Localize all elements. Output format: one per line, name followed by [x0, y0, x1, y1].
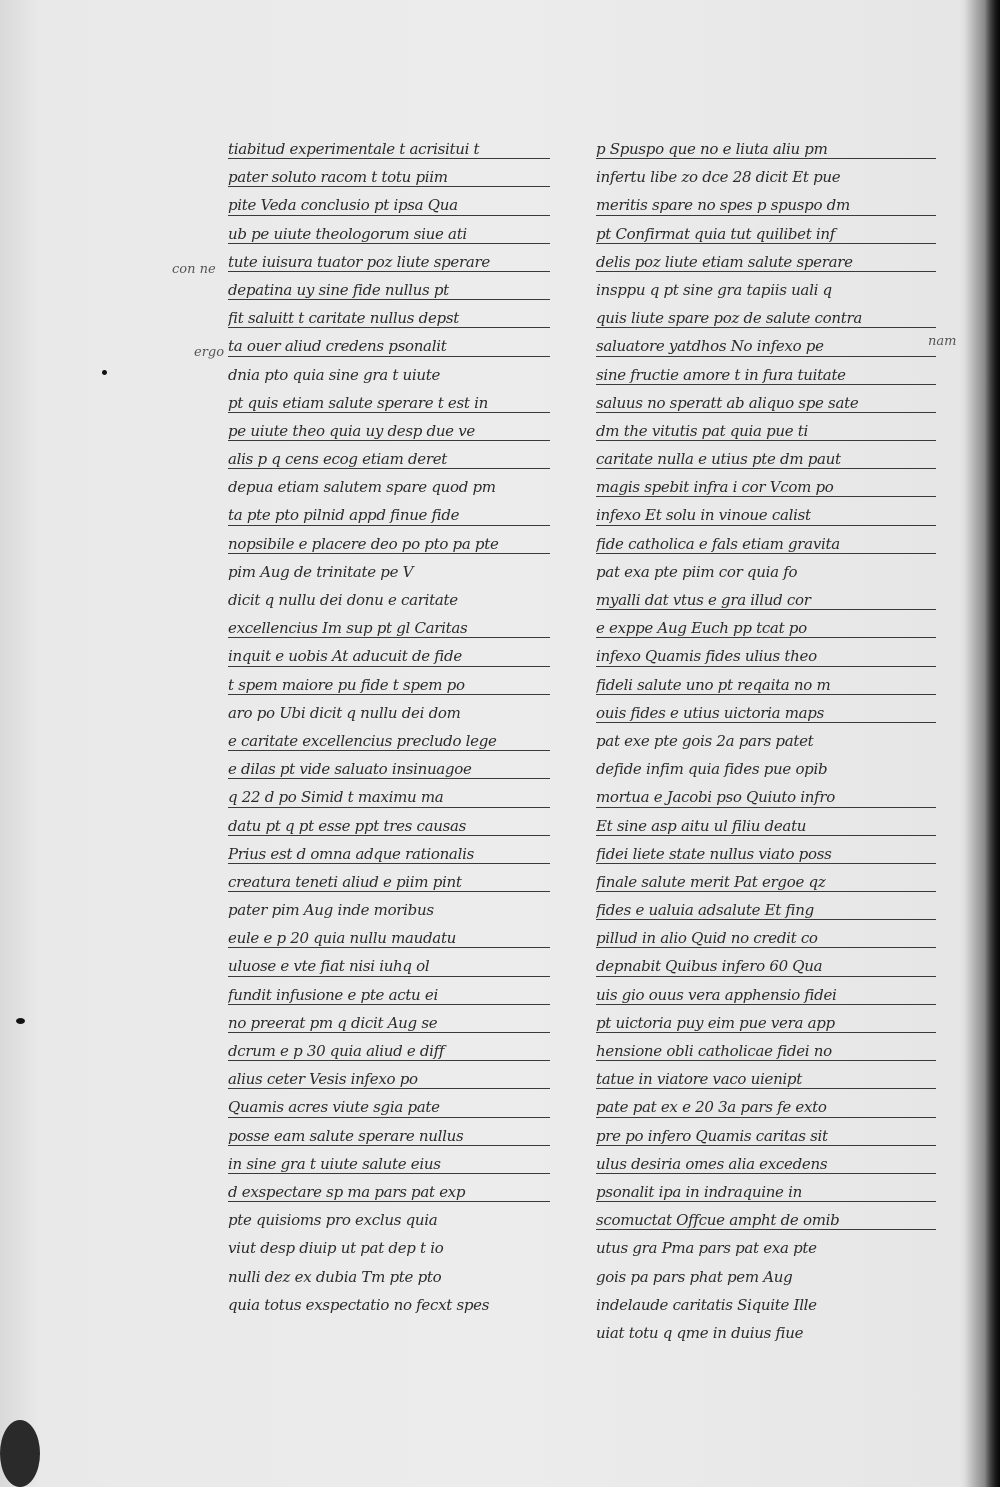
- manuscript-line: dnia pto quia sine gra t uiute: [228, 365, 441, 384]
- manuscript-line: pat exa pte piim cor quia fo: [596, 562, 798, 581]
- manuscript-line: quis liute spare poz de salute contra: [596, 304, 936, 332]
- manuscript-line: viut desp diuip ut pat dep t io: [228, 1239, 444, 1258]
- margin-note-left-1: con ne: [172, 262, 216, 277]
- manuscript-line: inquit e uobis At aducuit de fide: [228, 642, 550, 670]
- manuscript-line: utus gra Pma pars pat exa pte: [596, 1239, 817, 1258]
- manuscript-line: in sine gra t uiute salute eius: [228, 1150, 550, 1178]
- manuscript-line: quia totus exspectatio no fecxt spes: [228, 1295, 490, 1314]
- manuscript-line: dicit q nullu dei donu e caritate: [228, 591, 458, 609]
- manuscript-line: ta ouer aliud credens psonalit: [228, 332, 550, 360]
- manuscript-line: pim Aug de trinitate pe V: [228, 562, 414, 581]
- manuscript-line: depnabit Quibus infero 60 Qua: [596, 952, 936, 980]
- manuscript-line: tute iuisura tuator poz liute sperare: [228, 248, 550, 276]
- manuscript-line: saluus no speratt ab aliquo spe sate: [596, 389, 936, 417]
- manuscript-line: tatue in viatore vaco uienipt: [596, 1065, 936, 1093]
- manuscript-line: myalli dat vtus e gra illud cor: [596, 586, 936, 614]
- manuscript-line: q 22 d po Simid t maximu ma: [228, 783, 550, 811]
- ink-spot: [102, 370, 107, 375]
- manuscript-line: dm the vitutis pat quia pue ti: [596, 417, 936, 445]
- manuscript-line: pater soluto racom t totu piim: [228, 163, 550, 191]
- manuscript-line: pte quisioms pro exclus quia: [228, 1211, 438, 1230]
- manuscript-line: ouis fides e utius uictoria maps: [596, 699, 936, 727]
- manuscript-line: eule e p 20 quia nullu maudatu: [228, 924, 550, 952]
- manuscript-line: pat exe pte gois 2a pars patet: [596, 731, 814, 750]
- manuscript-line: fundit infusione e pte actu ei: [228, 981, 550, 1009]
- right-text-column: p Spuspo que no e liuta aliu pm infertu l…: [596, 135, 936, 1347]
- manuscript-line: sine fructie amore t in fura tuitate: [596, 361, 936, 389]
- manuscript-line: pite Veda conclusio pt ipsa Qua: [228, 191, 550, 219]
- manuscript-line: t spem maiore pu fide t spem po: [228, 671, 550, 699]
- manuscript-line: ub pe uiute theologorum siue ati: [228, 220, 550, 248]
- manuscript-line: pt uictoria puy eim pue vera app: [596, 1009, 936, 1037]
- manuscript-line: e exppe Aug Euch pp tcat po: [596, 614, 936, 642]
- manuscript-line: tiabitud experimentale t acrisitui t: [228, 135, 550, 163]
- manuscript-line: aro po Ubi dicit q nullu dei dom: [228, 703, 461, 722]
- manuscript-line: datu pt q pt esse ppt tres causas: [228, 812, 550, 840]
- manuscript-line: meritis spare no spes p spuspo dm: [596, 191, 936, 219]
- margin-note-left-2: ergo: [194, 345, 225, 360]
- manuscript-line: posse eam salute sperare nullus: [228, 1122, 550, 1150]
- manuscript-line: psonalit ipa in indraquine in: [596, 1178, 936, 1206]
- manuscript-line: magis spebit infra i cor Vcom po: [596, 473, 936, 501]
- manuscript-line: defide infim quia fides pue opib: [596, 760, 828, 779]
- manuscript-line: ulus desiria omes alia excedens: [596, 1150, 936, 1178]
- manuscript-line: fidei liete state nullus viato poss: [596, 840, 936, 868]
- manuscript-line: pre po infero Quamis caritas sit: [596, 1122, 936, 1150]
- manuscript-line: fides e ualuia adsalute Et fing: [596, 896, 936, 924]
- manuscript-line: no preerat pm q dicit Aug se: [228, 1009, 550, 1037]
- manuscript-line: e caritate excellencius precludo lege: [228, 727, 550, 755]
- manuscript-line: pt quis etiam salute sperare t est in: [228, 389, 550, 417]
- manuscript-line: Prius est d omna adque rationalis: [228, 840, 550, 868]
- manuscript-line: depatina uy sine fide nullus pt: [228, 276, 550, 304]
- manuscript-line: infexo Quamis fides ulius theo: [596, 642, 936, 670]
- ink-spot: [16, 1018, 25, 1024]
- page-gutter-shadow: [965, 0, 1000, 1487]
- manuscript-line: depua etiam salutem spare quod pm: [228, 478, 496, 497]
- manuscript-line: pillud in alio Quid no credit co: [596, 924, 936, 952]
- page-corner-shadow: [0, 1420, 40, 1487]
- manuscript-line: creatura teneti aliud e piim pint: [228, 868, 550, 896]
- manuscript-line: excellencius Im sup pt gl Caritas: [228, 614, 550, 642]
- manuscript-line: saluatore yatdhos No infexo pe: [596, 332, 936, 360]
- manuscript-line: uiat totu q qme in duius fiue: [596, 1323, 804, 1342]
- manuscript-line: fideli salute uno pt reqaita no m: [596, 671, 936, 699]
- manuscript-line: infexo Et solu in vinoue calist: [596, 501, 936, 529]
- manuscript-line: nulli dez ex dubia Tm pte pto: [228, 1267, 442, 1286]
- manuscript-line: ta pte pto pilnid appd finue fide: [228, 501, 550, 529]
- manuscript-line: pate pat ex e 20 3a pars fe exto: [596, 1093, 936, 1121]
- margin-note-right: nam: [928, 334, 957, 349]
- manuscript-line: fide catholica e fals etiam gravita: [596, 530, 936, 558]
- manuscript-line: Quamis acres viute sgia pate: [228, 1093, 550, 1121]
- manuscript-line: uluose e vte fiat nisi iuhq ol: [228, 952, 550, 980]
- manuscript-line: scomuctat Offcue ampht de omib: [596, 1206, 936, 1234]
- manuscript-line: delis poz liute etiam salute sperare: [596, 248, 936, 276]
- manuscript-line: alius ceter Vesis infexo po: [228, 1065, 550, 1093]
- manuscript-line: dcrum e p 30 quia aliud e diff: [228, 1037, 550, 1065]
- manuscript-line: nopsibile e placere deo po pto pa pte: [228, 530, 550, 558]
- manuscript-line: p Spuspo que no e liuta aliu pm: [596, 135, 936, 163]
- manuscript-line: hensione obli catholicae fidei no: [596, 1037, 936, 1065]
- manuscript-line: insppu q pt sine gra tapiis uali q: [596, 280, 832, 299]
- manuscript-line: Et sine asp aitu ul filiu deatu: [596, 812, 936, 840]
- manuscript-line: pt Confirmat quia tut quilibet inf: [596, 220, 936, 248]
- manuscript-line: mortua e Jacobi pso Quiuto infro: [596, 783, 936, 811]
- manuscript-line: pater pim Aug inde moribus: [228, 901, 434, 920]
- manuscript-line: fit saluitt t caritate nullus depst: [228, 304, 550, 332]
- manuscript-line: alis p q cens ecog etiam deret: [228, 445, 550, 473]
- manuscript-line: gois pa pars phat pem Aug: [596, 1267, 793, 1286]
- manuscript-line: uis gio ouus vera apphensio fidei: [596, 981, 936, 1009]
- manuscript-line: infertu libe zo dce 28 dicit Et pue: [596, 168, 841, 187]
- manuscript-line: caritate nulla e utius pte dm paut: [596, 445, 936, 473]
- manuscript-line: finale salute merit Pat ergoe qz: [596, 868, 936, 896]
- manuscript-line: pe uiute theo quia uy desp due ve: [228, 417, 550, 445]
- manuscript-line: d exspectare sp ma pars pat exp: [228, 1178, 550, 1206]
- manuscript-line: indelaude caritatis Siquite Ille: [596, 1295, 817, 1314]
- manuscript-line: e dilas pt vide saluato insinuagoe: [228, 755, 550, 783]
